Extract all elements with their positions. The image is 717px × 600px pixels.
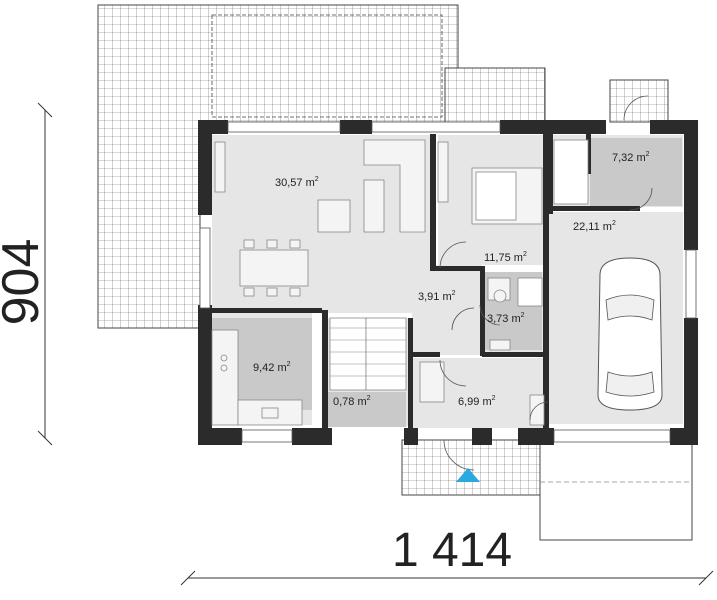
entrance-platform — [401, 439, 541, 496]
width-dimension-label: 1 414 — [392, 524, 512, 577]
furniture — [211, 139, 589, 426]
car-icon — [597, 257, 663, 411]
windows — [199, 121, 697, 443]
room-area-bathroom: 3,73 m2 — [487, 312, 525, 325]
driveway — [539, 439, 693, 541]
walls — [198, 120, 698, 445]
room-area-storage: 0,78 m2 — [333, 395, 371, 408]
room-area-garage: 22,11 m2 — [573, 220, 616, 233]
terrace-side-entry — [609, 79, 669, 123]
room-area-bedroom: 11,75 m2 — [484, 251, 527, 264]
room-area-hall: 3,91 m2 — [418, 290, 456, 303]
room-area-kitchen: 9,42 m2 — [253, 361, 291, 374]
dimension-lines — [37, 102, 714, 586]
room-area-vestibule: 6,99 m2 — [458, 395, 496, 408]
depth-dimension-label: 904 — [0, 239, 50, 326]
room-area-utility: 7,32 m2 — [612, 151, 650, 164]
stair-steps — [330, 327, 406, 377]
entrance-marker-icon — [456, 468, 480, 482]
terrace-rear — [444, 67, 546, 123]
room-area-living: 30,57 m2 — [275, 176, 319, 189]
